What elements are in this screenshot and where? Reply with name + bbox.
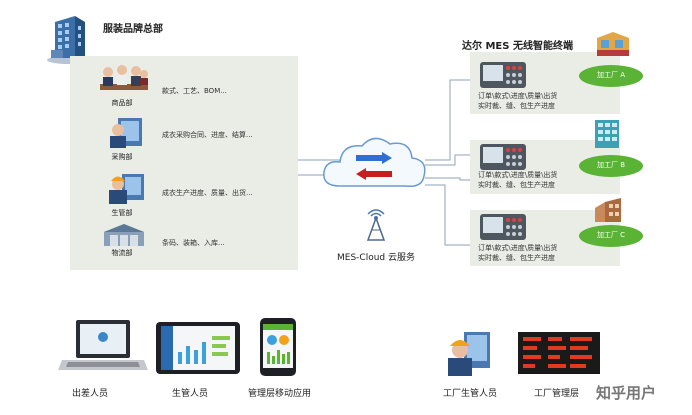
factory-c-line1: 订单\款式\进度\质量\出货 [478,244,558,252]
arrow-left-icon [356,168,392,180]
factory-a-line2: 实时裁、缝、包生产进度 [478,102,555,110]
smartphone-icon [258,318,298,376]
factory-badge-c: 加工厂 C [577,198,645,254]
caption-mobile-app: 管理层移动应用 [248,389,312,399]
led-display-board-icon [518,332,600,374]
factory-b-line1: 订单\款式\进度\质量\出货 [478,171,558,179]
factory-badge-a: 加工厂 A [577,32,645,88]
factory-building-icon [595,198,621,222]
department-desc: 条码、装箱、入库... [162,239,225,247]
factory-building-icon [595,120,619,148]
factory-manager-icon [444,328,494,378]
department-name: 物流部 [111,249,133,257]
terminal-device-icon [480,144,526,170]
department-production: 生管部 成衣生产进度、质量、出货... [98,168,278,218]
department-name: 生管部 [111,209,133,217]
hq-title: 服装品牌总部 [103,24,163,35]
caption-factory-management: 工厂管理层 [534,389,580,399]
caption-factory-production-staff: 工厂生管人员 [443,389,498,399]
department-name: 商品部 [111,99,133,107]
wireless-tower-icon [362,206,390,242]
tablet-icon [156,322,240,374]
department-merchandise: 商品部 款式、工艺、BOM... [98,62,248,107]
caption-traveling-staff: 出差人员 [72,389,109,399]
purchaser-icon [110,118,142,148]
arrow-right-icon [356,152,392,164]
factory-name: 加工厂 C [596,231,626,239]
meeting-people-icon [100,65,148,90]
headquarters-building-icon [45,12,93,64]
laptop-icon [58,320,148,376]
department-purchasing: 采购部 成衣采购合同、进度、结算... [98,116,278,161]
department-logistics: 物流部 条码、装箱、入库... [98,222,278,266]
cloud-icon [318,130,430,200]
department-name: 采购部 [111,153,133,161]
terminal-device-icon [480,214,526,240]
department-desc: 成衣采购合同、进度、结算... [162,131,253,139]
factory-badge-b: 加工厂 B [577,120,645,182]
factory-name: 加工厂 A [596,71,625,79]
factory-c-line2: 实时裁、缝、包生产进度 [478,254,555,262]
department-desc: 款式、工艺、BOM... [162,87,227,95]
factory-a-line1: 订单\款式\进度\质量\出货 [478,92,558,100]
worker-hardhat-icon [109,174,144,204]
factory-name: 加工厂 B [596,161,626,169]
warehouse-icon [104,224,144,246]
factory-building-icon [597,32,629,56]
terminal-device-icon [480,62,526,88]
terminal-title: 达尔 MES 无线智能终端 [462,41,573,52]
factory-b-line2: 实时裁、缝、包生产进度 [478,181,555,189]
caption-production-staff: 生管人员 [172,389,209,399]
cloud-label: MES-Cloud 云服务 [337,253,415,263]
watermark: 知乎用户 [596,384,657,402]
department-desc: 成衣生产进度、质量、出货... [162,189,253,197]
